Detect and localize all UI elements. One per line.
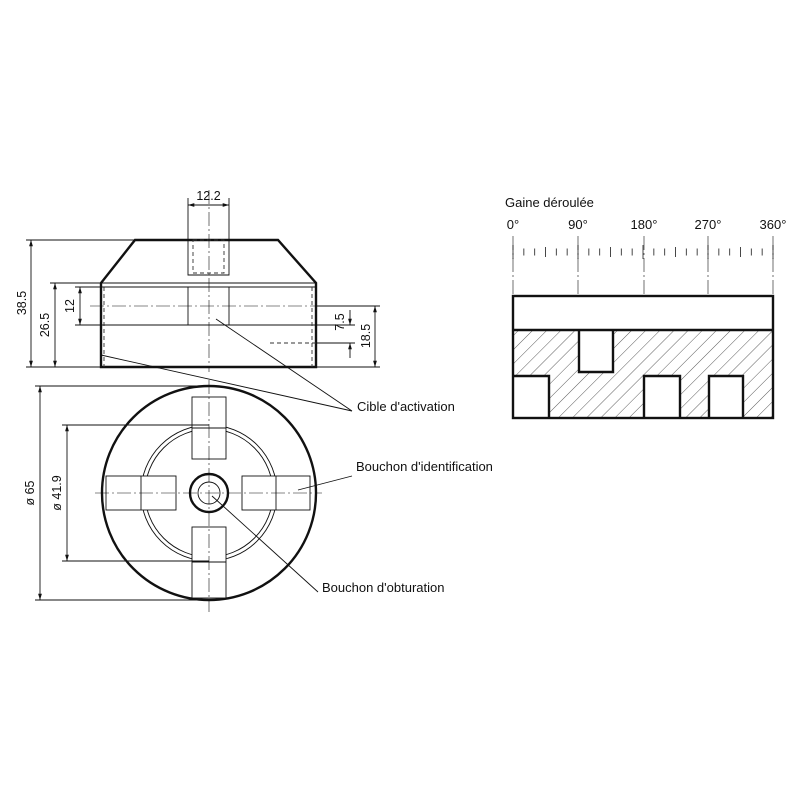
dim-height-body: 26.5 [38, 313, 52, 337]
leader-activation-2 [100, 354, 353, 412]
label-sealing-plug: Bouchon d'obturation [322, 580, 444, 595]
unrolled-window-270-outline [707, 374, 745, 418]
unrolled-window-90 [579, 330, 613, 372]
side-view [90, 190, 330, 372]
angle-label-180: 180° [631, 217, 658, 232]
unrolled-window-180 [644, 376, 680, 418]
leader-activation-1 [215, 318, 353, 412]
unrolled-window-0-outline [513, 374, 551, 418]
angle-label-360: 360° [760, 217, 787, 232]
angle-label-90: 90° [568, 217, 588, 232]
unrolled-sleeve: Gaine déroulée 0° 90° 180° 270° 360° [505, 195, 787, 420]
dim-diameter-outer: ø 65 [23, 480, 37, 505]
angle-label-270: 270° [695, 217, 722, 232]
unrolled-window-270 [709, 376, 743, 418]
callouts: Cible d'activation Bouchon d'identificat… [100, 318, 493, 595]
leader-sealing [211, 495, 319, 593]
dim-depth-small: 7.5 [333, 313, 347, 330]
label-activation-target: Cible d'activation [357, 399, 455, 414]
side-view-slot-inner [192, 239, 225, 274]
dim-height-target: 12 [63, 299, 77, 313]
unrolled-title: Gaine déroulée [505, 195, 594, 210]
dim-width-top: 12.2 [196, 189, 220, 203]
side-view-top-slot [187, 240, 230, 276]
unrolled-window-0 [513, 376, 549, 418]
angle-label-0: 0° [507, 217, 519, 232]
angle-scale [512, 245, 774, 259]
unrolled-window-180-outline [642, 374, 682, 418]
dim-diameter-inner: ø 41.9 [50, 475, 64, 510]
top-view [95, 380, 322, 612]
side-view-dimensions: 12.2 38.5 26.5 12 7.5 18.5 [15, 189, 380, 368]
label-identification-plug: Bouchon d'identification [356, 459, 493, 474]
top-view-dimensions: ø 65 ø 41.9 [23, 385, 209, 601]
dim-height-total: 38.5 [15, 291, 29, 315]
unrolled-window-90-outline [577, 330, 615, 374]
dim-depth-large: 18.5 [359, 324, 373, 348]
side-view-outline [99, 238, 318, 369]
leader-identification [297, 475, 353, 491]
